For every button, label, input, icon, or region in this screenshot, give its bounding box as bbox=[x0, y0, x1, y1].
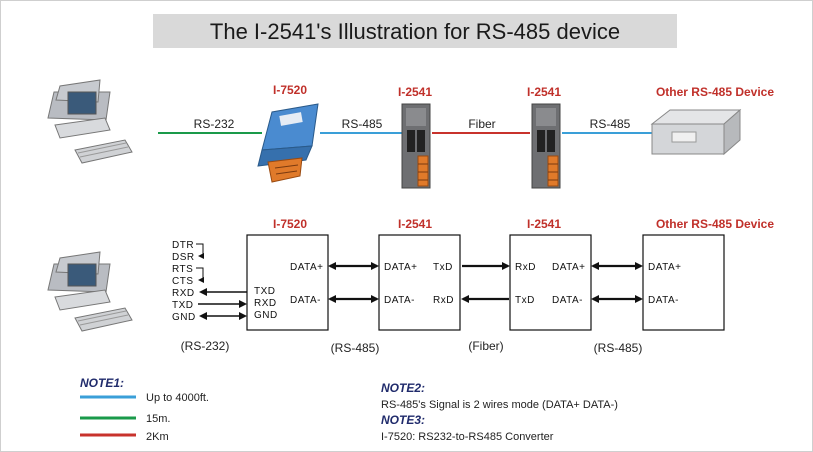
fiber-module-a-label-top: I-2541 bbox=[398, 85, 432, 99]
pc-signal-cts: CTS bbox=[172, 276, 194, 287]
box2-data-plus: DATA+ bbox=[384, 262, 418, 273]
box2-rxd: RxD bbox=[433, 295, 454, 306]
caption-rs485-b: (RS-485) bbox=[594, 341, 643, 355]
rs485-device-icon bbox=[650, 108, 742, 156]
rts-cts-loopback bbox=[196, 267, 204, 283]
i2541-module-b-icon bbox=[531, 103, 561, 189]
pc-signal-dtr: DTR bbox=[172, 240, 194, 251]
converter-label-top: I-7520 bbox=[273, 83, 307, 97]
fiber-module-a-label-bottom: I-2541 bbox=[398, 217, 432, 231]
box1-gnd: GND bbox=[254, 310, 278, 321]
i2541-module-a-icon bbox=[401, 103, 431, 189]
note3-heading: NOTE3: bbox=[381, 413, 425, 427]
box2-data-minus: DATA- bbox=[384, 295, 415, 306]
rs485-device-block bbox=[642, 234, 725, 331]
page-title: The I-2541's Illustration for RS-485 dev… bbox=[210, 19, 620, 44]
caption-rs232: (RS-232) bbox=[181, 339, 230, 353]
box4-data-plus: DATA+ bbox=[648, 262, 682, 273]
computer-icon bbox=[47, 79, 133, 164]
box1-txd: TXD bbox=[254, 286, 276, 297]
legend-rs232-text: 15m. bbox=[146, 413, 170, 425]
fiber-module-b-label-top: I-2541 bbox=[527, 85, 561, 99]
other-device-label-top: Other RS-485 Device bbox=[656, 85, 774, 99]
box1-rxd: RXD bbox=[254, 298, 277, 309]
rs232-link-label: RS-232 bbox=[194, 117, 235, 131]
note3-text: I-7520: RS232-to-RS485 Converter bbox=[381, 431, 554, 443]
box3-data-plus: DATA+ bbox=[552, 262, 586, 273]
box4-data-minus: DATA- bbox=[648, 295, 679, 306]
note2-heading: NOTE2: bbox=[381, 381, 425, 395]
pc-signal-gnd: GND bbox=[172, 312, 196, 323]
caption-rs485-a: (RS-485) bbox=[331, 341, 380, 355]
box1-data-plus: DATA+ bbox=[290, 262, 324, 273]
box2-txd: TxD bbox=[433, 262, 453, 273]
i2541-block-a bbox=[378, 234, 461, 331]
rs485-link-label-a: RS-485 bbox=[342, 117, 383, 131]
caption-fiber: (Fiber) bbox=[468, 339, 503, 353]
fiber-module-b-label-bottom: I-2541 bbox=[527, 217, 561, 231]
box3-rxd: RxD bbox=[515, 262, 536, 273]
pc-signal-txd: TXD bbox=[172, 300, 194, 311]
legend-rs485-text: Up to 4000ft. bbox=[146, 392, 209, 404]
box3-data-minus: DATA- bbox=[552, 295, 583, 306]
fiber-link-label: Fiber bbox=[468, 117, 495, 131]
dtr-dsr-loopback bbox=[196, 243, 204, 259]
box1-data-minus: DATA- bbox=[290, 295, 321, 306]
pc-signal-rxd: RXD bbox=[172, 288, 195, 299]
pc-signal-dsr: DSR bbox=[172, 252, 195, 263]
note1-heading: NOTE1: bbox=[80, 376, 124, 390]
i7520-block bbox=[246, 234, 329, 331]
other-device-label-bottom: Other RS-485 Device bbox=[656, 217, 774, 231]
i2541-block-b bbox=[509, 234, 592, 331]
pc-signal-rts: RTS bbox=[172, 264, 193, 275]
i7520-module-icon bbox=[257, 103, 319, 183]
converter-label-bottom: I-7520 bbox=[273, 217, 307, 231]
legend-fiber-text: 2Km bbox=[146, 431, 169, 443]
box3-txd: TxD bbox=[515, 295, 535, 306]
note2-text: RS-485's Signal is 2 wires mode (DATA+ D… bbox=[381, 399, 618, 411]
title-banner bbox=[153, 14, 677, 48]
computer-icon bbox=[47, 251, 133, 332]
rs485-link-label-b: RS-485 bbox=[590, 117, 631, 131]
